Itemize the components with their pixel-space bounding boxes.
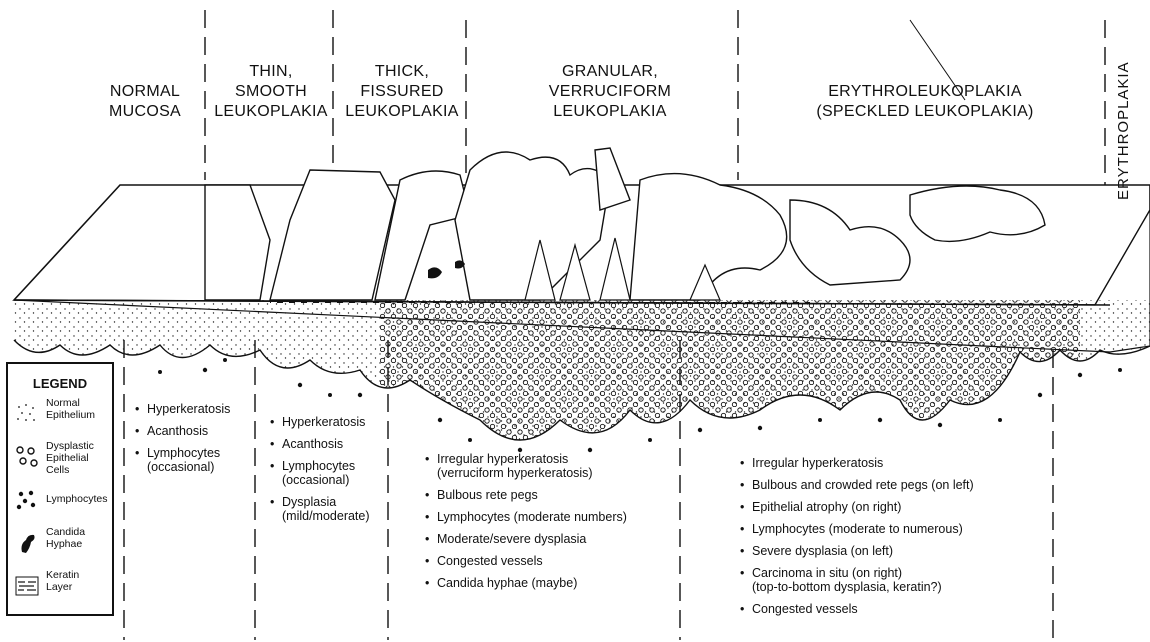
finding-item: Bulbous and crowded rete pegs (on left) <box>740 478 1040 492</box>
findings-granular: Irregular hyperkeratosis(verruciform hyp… <box>425 452 675 598</box>
legend-item-normal-epithelium: Normal Epithelium <box>8 397 112 440</box>
findings-thin: Hyperkeratosis Acanthosis Lymphocytes(oc… <box>270 415 385 531</box>
finding-item: Epithelial atrophy (on right) <box>740 500 1040 514</box>
finding-item: Lymphocytes(occasional) <box>135 446 250 474</box>
legend-box: LEGEND Normal Epithelium Dysplastic Epit <box>6 362 114 616</box>
solid-dots-icon <box>14 487 40 513</box>
finding-item: Dysplasia(mild/moderate) <box>270 495 385 523</box>
finding-item: Severe dysplasia (on left) <box>740 544 1040 558</box>
fine-dots-icon <box>14 401 40 427</box>
finding-item: Hyperkeratosis <box>135 402 250 416</box>
hyphae-blot-icon <box>14 530 40 556</box>
dash-lines-icon <box>14 573 40 599</box>
legend-title: LEGEND <box>8 376 112 391</box>
open-circles-icon <box>14 444 40 470</box>
finding-item: Lymphocytes (moderate numbers) <box>425 510 675 524</box>
header-thick-leukoplakia: THICK, FISSURED LEUKOPLAKIA <box>340 62 464 122</box>
finding-item: Lymphocytes (moderate to numerous) <box>740 522 1040 536</box>
finding-item: Irregular hyperkeratosis(verruciform hyp… <box>425 452 675 480</box>
header-normal-mucosa: NORMAL MUCOSA <box>95 82 195 122</box>
finding-item: Moderate/severe dysplasia <box>425 532 675 546</box>
finding-item: Hyperkeratosis <box>270 415 385 429</box>
findings-normal: Hyperkeratosis Acanthosis Lymphocytes(oc… <box>135 402 250 482</box>
legend-item-candida-hyphae: Candida Hyphae <box>8 526 112 569</box>
finding-item: Irregular hyperkeratosis <box>740 456 1040 470</box>
legend-item-keratin-layer: Keratin Layer <box>8 569 112 612</box>
header-erythroplakia: ERYTHROPLAKIA <box>1115 61 1132 200</box>
finding-item: Congested vessels <box>740 602 1040 616</box>
finding-item: Congested vessels <box>425 554 675 568</box>
findings-erythroleukoplakia: Irregular hyperkeratosis Bulbous and cro… <box>740 456 1040 624</box>
header-granular-leukoplakia: GRANULAR, VERRUCIFORM LEUKOPLAKIA <box>540 62 680 122</box>
header-erythroleukoplakia: ERYTHROLEUKOPLAKIA (SPECKLED LEUKOPLAKIA… <box>800 82 1050 122</box>
finding-item: Lymphocytes(occasional) <box>270 459 385 487</box>
legend-item-dysplastic-cells: Dysplastic Epithelial Cells <box>8 440 112 483</box>
finding-item: Bulbous rete pegs <box>425 488 675 502</box>
header-thin-leukoplakia: THIN, SMOOTH LEUKOPLAKIA <box>210 62 332 122</box>
finding-item: Carcinoma in situ (on right)(top-to-bott… <box>740 566 1040 594</box>
finding-item: Acanthosis <box>270 437 385 451</box>
finding-item: Candida hyphae (maybe) <box>425 576 675 590</box>
finding-item: Acanthosis <box>135 424 250 438</box>
legend-item-lymphocytes: Lymphocytes <box>8 483 112 526</box>
